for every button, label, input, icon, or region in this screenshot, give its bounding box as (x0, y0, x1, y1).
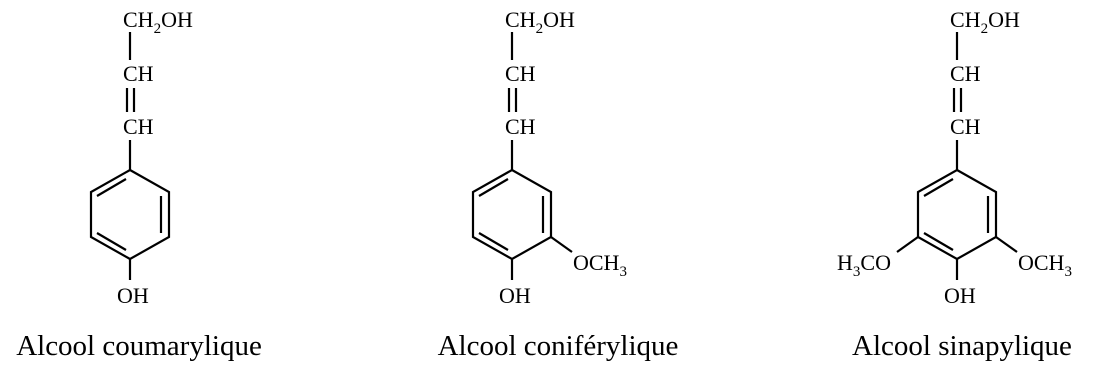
molecule-coumaryl-structure: CH2OH CH CH OH (89, 7, 193, 308)
single-bond (995, 236, 1018, 253)
aromatic-bond (478, 232, 509, 251)
benzene-ring (916, 168, 998, 261)
oh-label: OH (944, 283, 976, 308)
ch2oh-label: CH2OH (950, 7, 1020, 37)
ch-label: CH (123, 61, 154, 86)
aromatic-bond (96, 178, 127, 197)
aromatic-bond (923, 178, 954, 197)
caption-coniferyl: Alcool coniférylique (437, 330, 679, 362)
aromatic-bond (923, 232, 954, 251)
ch-label: CH (950, 61, 981, 86)
ch-label: CH (505, 114, 536, 139)
single-bond (896, 236, 919, 253)
molecule-coniferyl-structure: CH2OH CH CH OCH3 OH (471, 7, 627, 308)
molecule-sinapyl-structure: CH2OH CH CH OCH3 H3CO OH (837, 7, 1072, 308)
benzene-ring (89, 168, 171, 261)
ch-label: CH (950, 114, 981, 139)
aromatic-bond (96, 232, 127, 251)
och3-label: OCH3 (1018, 250, 1072, 280)
oh-label: OH (499, 283, 531, 308)
caption-coumaryl: Alcool coumarylique (16, 330, 262, 362)
oh-label: OH (117, 283, 149, 308)
single-bond (550, 236, 573, 253)
och3-label: OCH3 (573, 250, 627, 280)
benzene-ring (471, 168, 553, 261)
aromatic-bond (478, 178, 509, 197)
ch-label: CH (505, 61, 536, 86)
ch2oh-label: CH2OH (505, 7, 575, 37)
caption-sinapyl: Alcool sinapylique (852, 330, 1072, 362)
ch-label: CH (123, 114, 154, 139)
h3co-label: H3CO (837, 250, 891, 280)
ch2oh-label: CH2OH (123, 7, 193, 37)
